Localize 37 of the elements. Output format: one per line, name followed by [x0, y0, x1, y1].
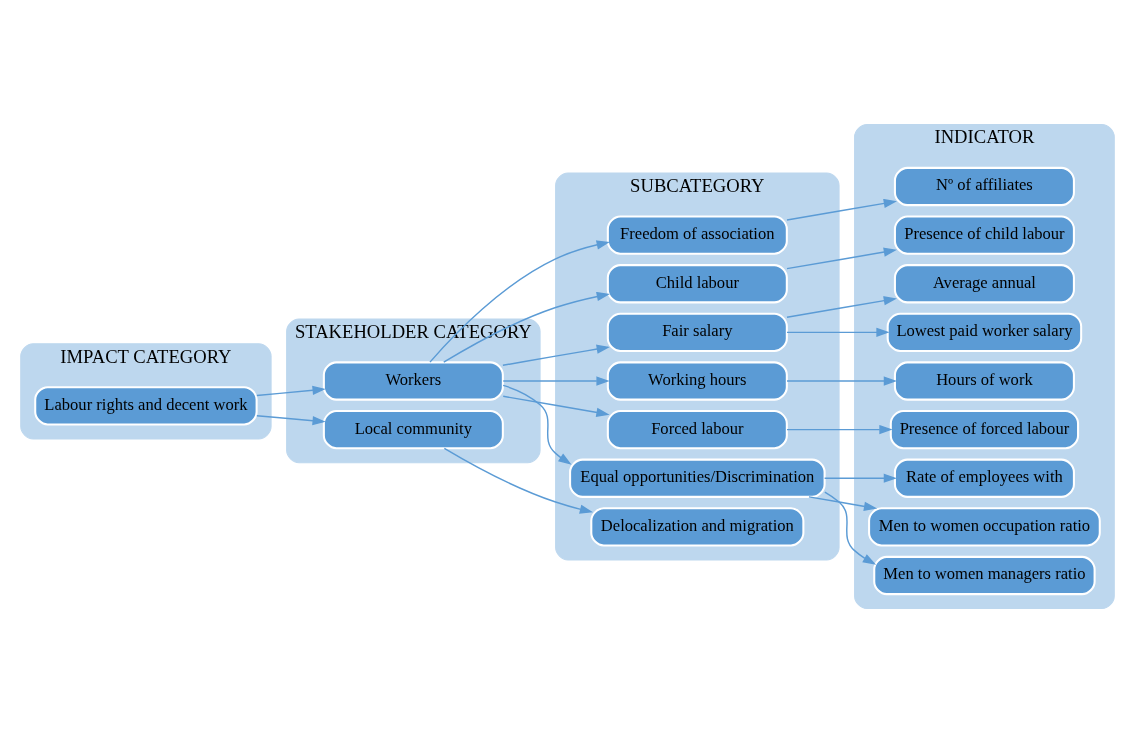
arrow: [786, 327, 890, 337]
node-box: Equal opportunities/Discrimination: [569, 458, 826, 498]
node-box: Labour rights and decent work: [34, 386, 258, 426]
node-box: Freedom of association: [606, 215, 788, 255]
node-box: Forced labour: [606, 409, 788, 450]
arrow: [786, 296, 897, 318]
arrow: [443, 291, 610, 363]
arrow: [502, 384, 572, 465]
arrow: [429, 240, 610, 363]
node-box: Rate of employees with: [893, 458, 1075, 498]
arrow: [786, 247, 897, 270]
node-box: Presence of forced labour: [889, 409, 1080, 450]
node-box: Lowest paid worker salary: [886, 312, 1083, 352]
node-box: Fair salary: [606, 312, 788, 352]
arrow: [256, 385, 326, 397]
node-box: Men to women managers ratio: [873, 555, 1096, 596]
arrow: [256, 414, 326, 426]
node-box: Average annual: [893, 264, 1075, 304]
arrow: [824, 491, 877, 565]
arrow: [786, 198, 897, 221]
node-box: Men to women occupation ratio: [868, 507, 1101, 547]
node-box: Nº of affiliates: [893, 166, 1075, 207]
node-box: Workers: [322, 361, 504, 401]
arrow: [786, 376, 897, 386]
arrow: [786, 424, 893, 435]
arrow: [502, 344, 610, 367]
node-box: Working hours: [606, 361, 788, 401]
node-box: Child labour: [606, 264, 788, 304]
arrow: [823, 473, 897, 483]
arrow: [443, 447, 594, 514]
node-box: Hours of work: [893, 361, 1075, 401]
node-box: Presence of child labour: [893, 215, 1075, 255]
node-box: Local community: [322, 409, 504, 450]
arrow: [502, 395, 610, 417]
arrow: [502, 376, 610, 386]
node-box: Delocalization and migration: [590, 507, 805, 547]
arrow: [808, 496, 878, 511]
